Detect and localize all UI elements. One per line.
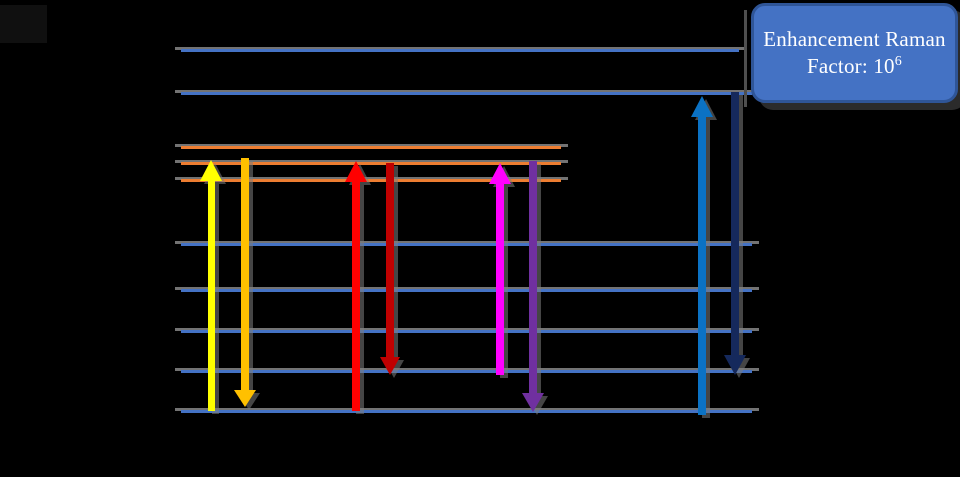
virtual-level-1 <box>175 144 568 150</box>
purple-antistokes-arrow-head <box>522 393 544 412</box>
darkred-stokes-arrow-head <box>380 357 400 375</box>
red-excitation-arrow-head <box>345 161 367 182</box>
vibrational-level-3 <box>175 287 759 293</box>
virtual-level-3 <box>175 177 568 183</box>
magenta-antistokes-excitation-arrow-head <box>489 163 511 184</box>
callout-factor-base: Factor: 10 <box>807 54 895 78</box>
electronic-excited-level-lower-shadow <box>175 90 759 93</box>
yellow-excitation-arrow <box>200 160 223 411</box>
vibrational-level-3-line <box>181 289 752 292</box>
navy-resonance-stokes-arrow-head <box>724 355 746 375</box>
magenta-antistokes-excitation-arrow <box>489 163 511 375</box>
callout-factor-exponent: 6 <box>894 54 902 69</box>
callout-text: Enhancement Raman Factor: 106 <box>763 26 945 81</box>
virtual-level-2 <box>175 160 568 166</box>
electronic-excited-level-upper <box>175 47 746 53</box>
virtual-level-3-shadow <box>175 177 568 180</box>
purple-antistokes-arrow <box>522 161 544 412</box>
virtual-level-2-shadow <box>175 160 568 163</box>
vibrational-level-3-shadow <box>175 287 759 290</box>
yellow-excitation-arrow-head <box>200 160 222 181</box>
yellow-excitation-arrow-shaft <box>207 181 215 411</box>
vibrational-level-4-shadow <box>175 241 759 244</box>
vibrational-level-2-line <box>181 330 752 333</box>
ground-level-shadow <box>175 408 759 411</box>
magenta-antistokes-excitation-arrow-shaft <box>496 184 504 375</box>
virtual-level-3-line <box>181 179 561 182</box>
electronic-excited-level-upper-shadow <box>175 47 746 50</box>
ground-level <box>175 408 759 414</box>
red-excitation-arrow <box>345 161 367 411</box>
gold-rayleigh-arrow-head <box>234 390 256 407</box>
vibrational-level-1-shadow <box>175 368 759 371</box>
vibrational-level-1-line <box>181 370 752 373</box>
gold-rayleigh-arrow-shaft <box>241 158 249 390</box>
callout-connector-line <box>744 10 747 107</box>
electronic-excited-level-upper-line <box>181 49 739 52</box>
navy-resonance-stokes-arrow <box>724 92 746 375</box>
electronic-excited-level-lower <box>175 90 759 96</box>
lightblue-resonance-excitation-arrow-head <box>691 96 713 117</box>
enhancement-factor-callout: Enhancement Raman Factor: 106 <box>751 3 958 103</box>
lightblue-resonance-excitation-arrow <box>691 96 713 415</box>
vibrational-level-1 <box>175 368 759 374</box>
navy-resonance-stokes-arrow-shaft <box>731 92 739 355</box>
red-excitation-arrow-shaft <box>352 182 360 411</box>
virtual-level-1-shadow <box>175 144 568 147</box>
faint-corner-rectangle <box>0 5 47 43</box>
lightblue-resonance-excitation-arrow-shaft <box>698 117 706 415</box>
darkred-stokes-arrow-shaft <box>386 163 394 357</box>
electronic-excited-level-lower-line <box>181 92 752 95</box>
ground-level-line <box>181 410 752 413</box>
vibrational-level-4-line <box>181 243 752 246</box>
virtual-level-1-line <box>181 146 561 149</box>
vibrational-level-2-shadow <box>175 328 759 331</box>
purple-antistokes-arrow-shaft <box>529 161 537 393</box>
gold-rayleigh-arrow <box>234 158 257 407</box>
vibrational-level-4 <box>175 241 759 247</box>
callout-line1: Enhancement Raman <box>763 26 946 51</box>
virtual-level-2-line <box>181 162 561 165</box>
vibrational-level-2 <box>175 328 759 334</box>
darkred-stokes-arrow <box>380 163 401 375</box>
